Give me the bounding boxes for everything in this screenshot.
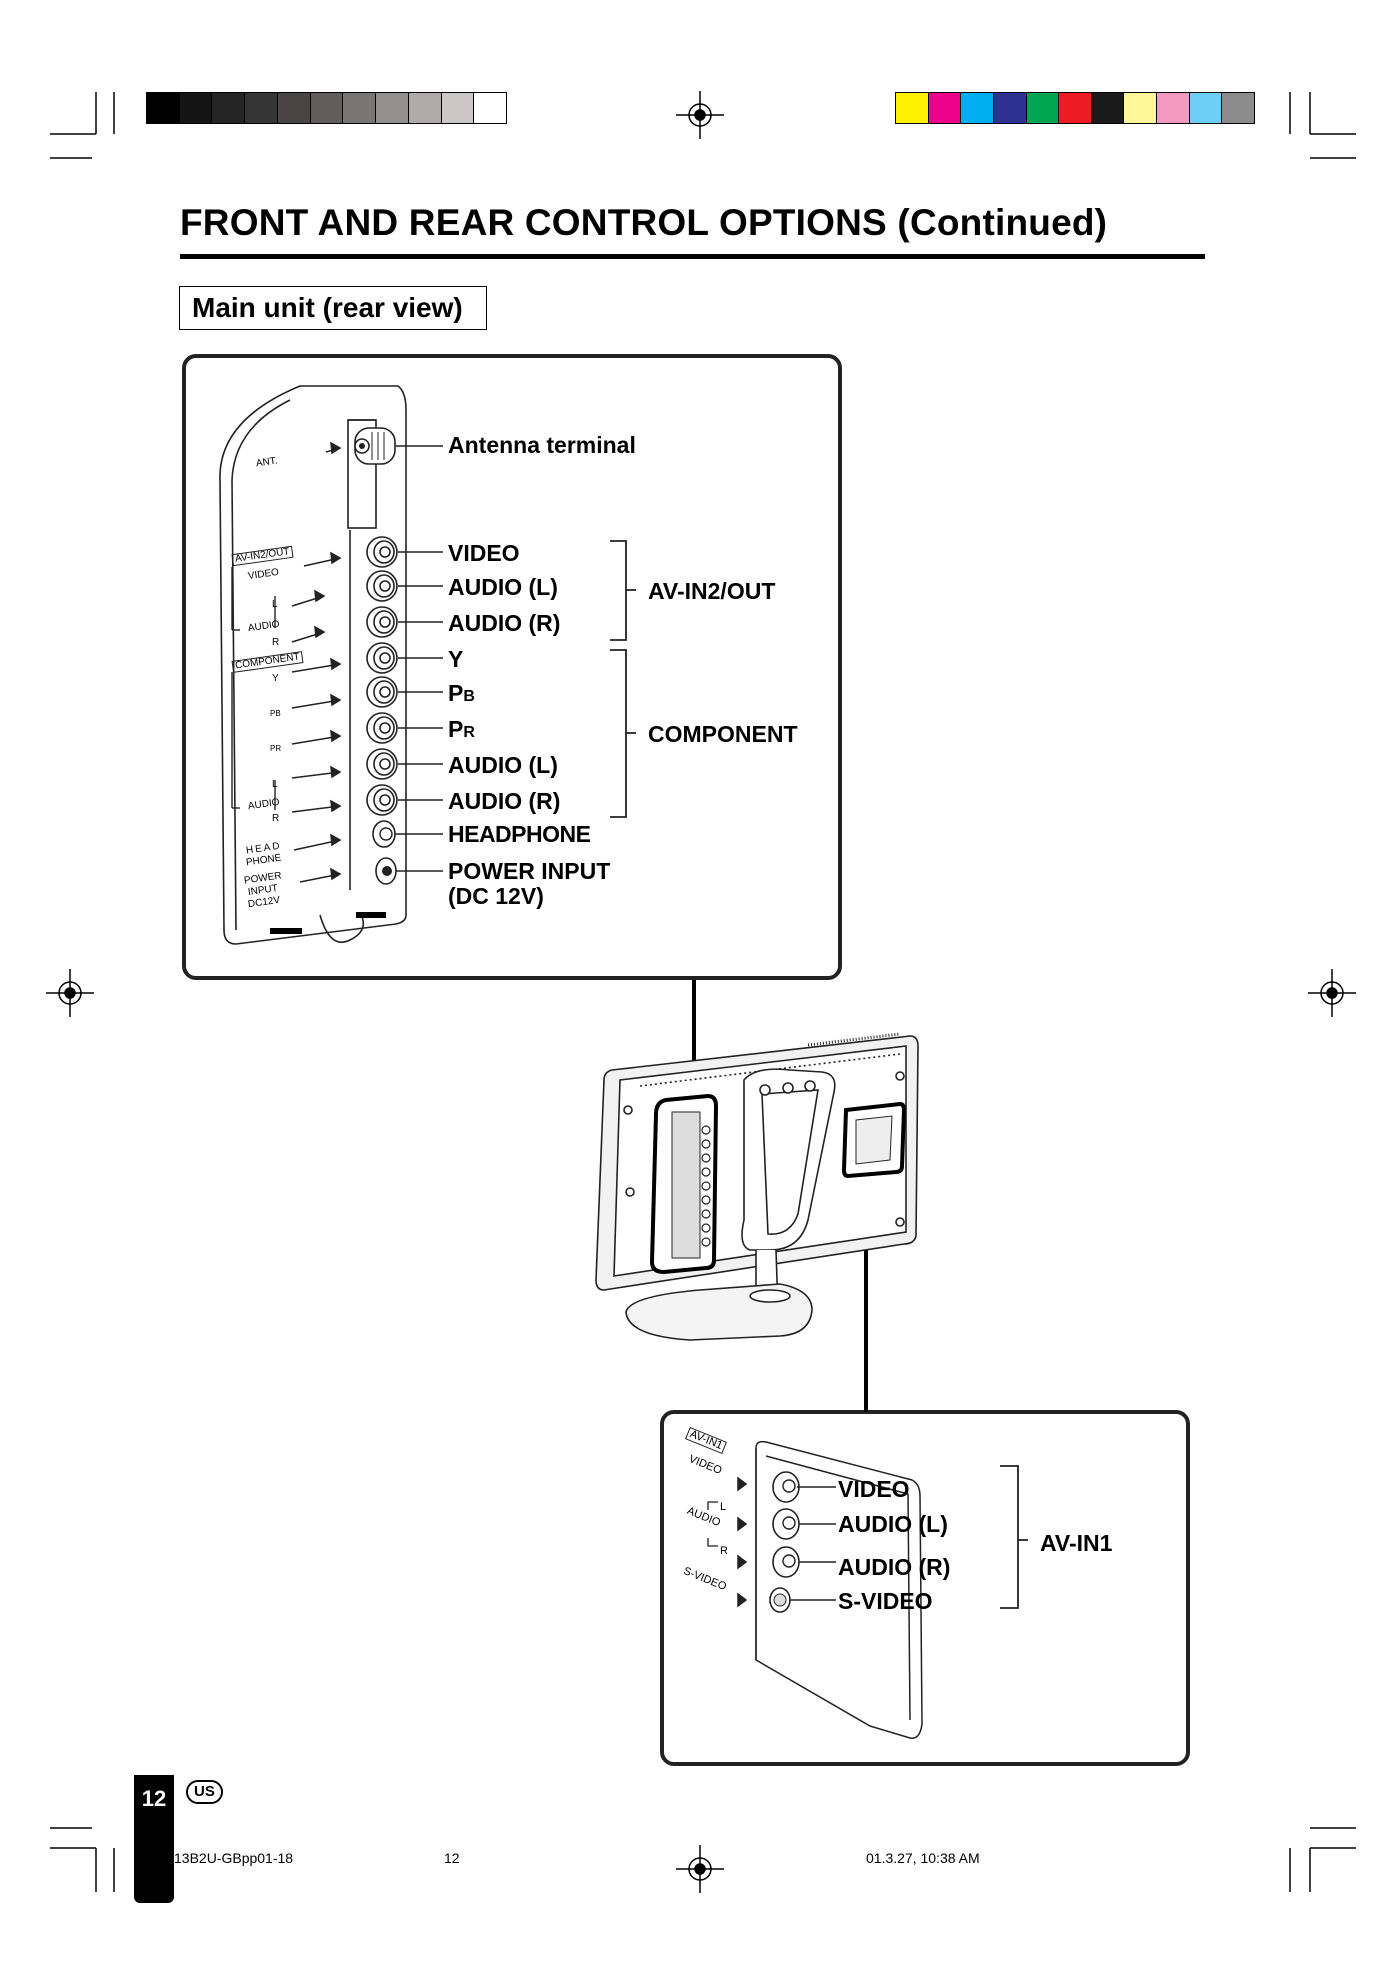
callout-audio-l-1: AUDIO (L) [448, 574, 558, 600]
registration-mark-right [1308, 969, 1356, 1017]
callout-audio-r-2: AUDIO (R) [448, 788, 561, 814]
rca-jack-audio-r-1-icon [366, 606, 398, 638]
cmyk-color-bar [895, 92, 1255, 124]
callout-pb-sub: B [463, 688, 475, 705]
callout-pr-sub: R [463, 724, 475, 741]
callout-pb-main: P [448, 680, 464, 706]
callout-pr: PR [448, 718, 475, 741]
group-label-component: COMPONENT [648, 721, 798, 747]
device-label-side-l: L [720, 1501, 727, 1513]
section-title: Main unit (rear view) [179, 286, 487, 330]
callout-audio-r-1: AUDIO (R) [448, 610, 561, 636]
callout-video: VIDEO [448, 540, 520, 566]
callout-headphone: HEADPHONE [448, 821, 591, 847]
color-swatch [896, 93, 929, 123]
rca-jack-video-icon [366, 536, 398, 568]
callout-side-svideo: S-VIDEO [838, 1588, 933, 1614]
page-number-tab [134, 1775, 174, 1903]
footer-page: 12 [444, 1850, 460, 1866]
device-label-pb: PB [270, 709, 281, 718]
side-video-jack-icon [772, 1471, 800, 1503]
page-number: 12 [141, 1786, 167, 1811]
device-label-l2: L [272, 779, 278, 790]
rca-jack-pb-icon [366, 676, 398, 708]
color-swatch [1124, 93, 1158, 123]
gray-swatch [376, 93, 409, 123]
side-svideo-jack-icon [769, 1587, 791, 1613]
page-title: FRONT AND REAR CONTROL OPTIONS (Continue… [180, 202, 1108, 243]
gray-swatch [408, 93, 442, 123]
device-label-l1: L [272, 599, 278, 610]
rca-jack-audio-l-2-icon [366, 748, 398, 780]
color-swatch [928, 93, 962, 123]
device-label-side-r: R [720, 1545, 728, 1557]
callout-audio-l-2: AUDIO (L) [448, 752, 558, 778]
color-swatch [993, 93, 1027, 123]
power-input-jack-icon [375, 857, 397, 885]
gray-swatch [147, 93, 180, 123]
group-label-av-in2-out: AV-IN2/OUT [648, 578, 776, 604]
gray-swatch [441, 93, 475, 123]
device-label-r1: R [272, 637, 280, 648]
gray-color-bar [146, 92, 507, 124]
gray-swatch [277, 93, 311, 123]
callout-power-input: POWER INPUT [448, 858, 611, 884]
callout-side-audio-r: AUDIO (R) [838, 1554, 951, 1580]
callout-pb: PB [448, 682, 475, 705]
gray-swatch [212, 93, 246, 123]
antenna-terminal-icon [354, 427, 396, 465]
rca-jack-y-icon [366, 642, 398, 674]
rca-jack-pr-icon [366, 712, 398, 744]
footer-timestamp: 01.3.27, 10:38 AM [866, 1850, 980, 1866]
rca-jack-audio-r-2-icon [366, 784, 398, 816]
headphone-jack-icon [372, 820, 396, 848]
gray-swatch [245, 93, 278, 123]
title-underline [180, 254, 1205, 259]
callout-side-audio-l: AUDIO (L) [838, 1511, 948, 1537]
color-swatch [1157, 93, 1190, 123]
callout-antenna-terminal: Antenna terminal [448, 432, 636, 458]
registration-mark-left [46, 969, 94, 1017]
gray-swatch [310, 93, 344, 123]
footer-file-name: 13B2U-GBpp01-18 [174, 1850, 294, 1866]
device-label-y: Y [272, 673, 279, 684]
registration-mark-top [676, 91, 724, 139]
rca-jack-audio-l-1-icon [366, 570, 398, 602]
tv-rear-illustration [595, 1032, 919, 1341]
side-audio-l-jack-icon [772, 1508, 800, 1540]
color-swatch [961, 93, 994, 123]
side-audio-r-jack-icon [772, 1546, 800, 1578]
device-label-r2: R [272, 813, 280, 824]
gray-swatch [474, 93, 507, 123]
device-label-pr: PR [270, 744, 282, 753]
callout-y: Y [448, 646, 464, 672]
registration-mark-bottom [676, 1845, 724, 1893]
color-swatch [1189, 93, 1223, 123]
callout-side-video: VIDEO [838, 1476, 910, 1502]
gray-swatch [343, 93, 377, 123]
group-label-av-in1: AV-IN1 [1040, 1530, 1113, 1556]
region-badge: US [186, 1780, 223, 1804]
rear-terminal-panel [182, 354, 842, 980]
color-swatch [1059, 93, 1092, 123]
callout-pr-main: P [448, 716, 464, 742]
color-swatch [1026, 93, 1060, 123]
color-swatch [1091, 93, 1125, 123]
color-swatch [1222, 93, 1255, 123]
gray-swatch [179, 93, 213, 123]
callout-power-dc: (DC 12V) [448, 883, 544, 909]
